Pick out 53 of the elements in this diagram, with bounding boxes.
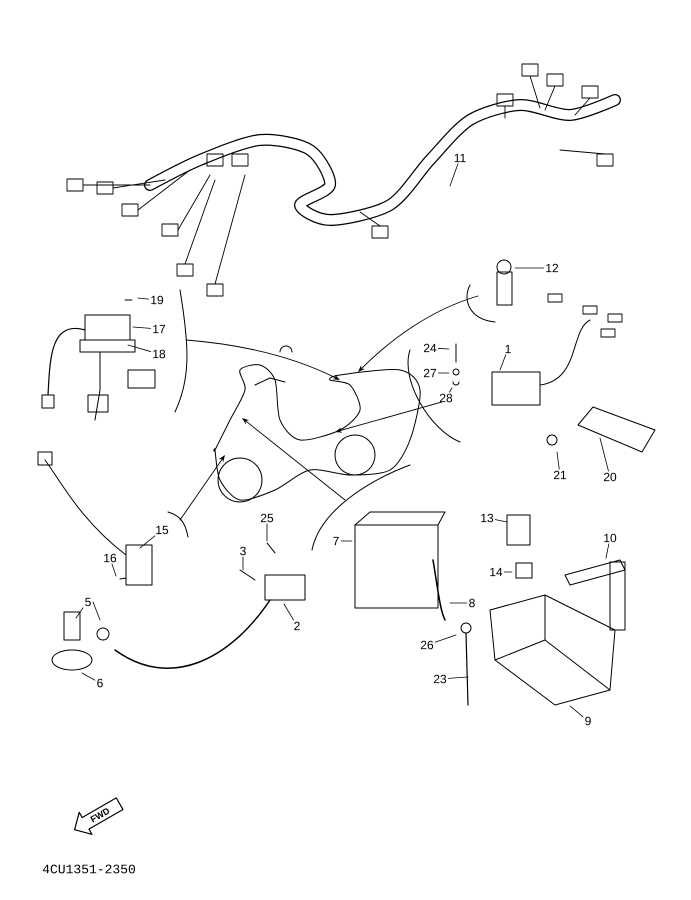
callout-number: 5 xyxy=(85,598,91,606)
callout-number: 19 xyxy=(151,296,164,304)
callout-number: 1 xyxy=(506,344,511,354)
callout-number: 18 xyxy=(153,350,166,358)
leader-line xyxy=(434,634,456,642)
leader-line xyxy=(340,540,352,542)
callout-number: 27 xyxy=(424,368,436,378)
leader-line xyxy=(266,524,268,542)
callout-number: 3 xyxy=(240,546,246,556)
callout-number: 28 xyxy=(440,394,452,402)
callout-number: 2 xyxy=(294,622,300,630)
part-code: 4CU1351-2350 xyxy=(42,864,135,874)
leader-line xyxy=(82,672,96,681)
callout-number: 6 xyxy=(97,678,103,688)
callout-number: 8 xyxy=(469,598,475,608)
leader-line xyxy=(438,372,450,374)
leader-line xyxy=(600,438,609,472)
leader-line xyxy=(438,348,450,350)
leader-line xyxy=(138,298,150,300)
callout-number: 7 xyxy=(333,536,339,546)
leader-line xyxy=(494,519,508,522)
callout-number: 23 xyxy=(434,674,446,684)
callout-number: 15 xyxy=(156,526,168,534)
forward-arrow-sign: FWD xyxy=(74,797,124,835)
leader-line xyxy=(242,556,244,570)
callout-number: 13 xyxy=(481,514,494,522)
callout-number: 24 xyxy=(424,344,436,352)
leader-line xyxy=(556,452,560,470)
callout-number: 17 xyxy=(153,324,166,334)
leader-line xyxy=(284,604,294,620)
leader-line xyxy=(92,602,100,620)
leader-line xyxy=(132,326,152,329)
callout-number: 11 xyxy=(454,154,466,162)
leader-line xyxy=(128,344,152,352)
leader-line xyxy=(112,564,116,576)
leader-line xyxy=(449,388,452,392)
callout-number: 16 xyxy=(104,554,116,562)
callout-number: 10 xyxy=(604,534,616,542)
leader-line xyxy=(76,607,84,618)
leader-line xyxy=(500,354,506,370)
leader-line xyxy=(140,535,156,548)
callout-number: 20 xyxy=(604,472,616,482)
callout-number: 21 xyxy=(554,470,566,480)
callout-number: 9 xyxy=(585,716,591,726)
leader-line xyxy=(450,163,458,186)
leader-line xyxy=(450,602,468,604)
leader-line xyxy=(606,544,610,558)
leader-line xyxy=(570,706,584,718)
callout-number: 12 xyxy=(546,264,558,272)
callout-number: 14 xyxy=(490,568,502,576)
callout-number: 25 xyxy=(260,514,274,522)
leader-line xyxy=(448,676,468,679)
callout-number: 26 xyxy=(420,640,434,650)
